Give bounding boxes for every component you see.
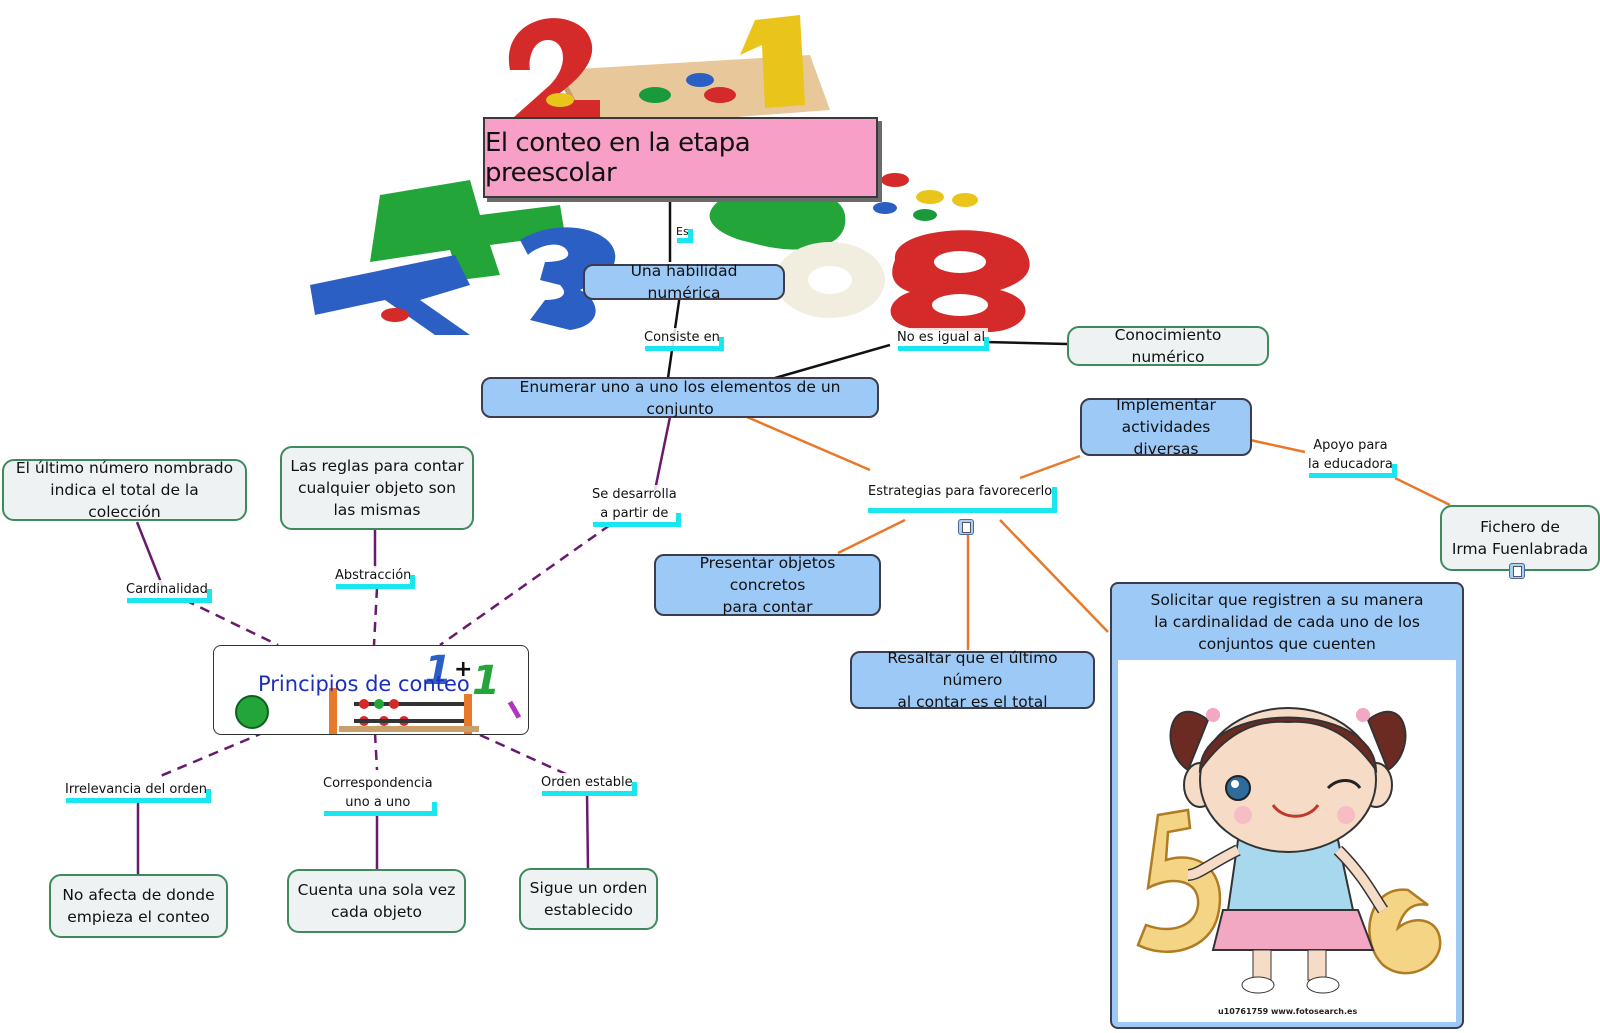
- label-es: Es: [673, 225, 693, 243]
- node-presentar[interactable]: Presentar objetos concretos para contar: [654, 554, 881, 616]
- cartoon-girl-image: u10761759 www.fotosearch.es: [1136, 707, 1442, 1016]
- node-enumerar[interactable]: Enumerar uno a uno los elementos de un c…: [481, 377, 879, 418]
- label-orden-estable-text: Orden estable: [541, 775, 633, 790]
- solicitar-text: Solicitar que registren a su manera la c…: [1150, 591, 1424, 653]
- svg-text:+: +: [454, 657, 472, 682]
- label-es-text: Es: [676, 225, 689, 238]
- film-attachment-icon[interactable]: [958, 519, 974, 535]
- node-principios[interactable]: 1 + 1 Principios de conteo: [213, 645, 529, 735]
- node-habilidad-numerica[interactable]: Una habilidad numérica: [583, 262, 785, 302]
- label-correspondencia-text: Correspondencia uno a uno: [323, 776, 433, 810]
- image-caption: u10761759 www.fotosearch.es: [1218, 1007, 1357, 1016]
- node-fichero[interactable]: Fichero de Irma Fuenlabrada: [1440, 505, 1600, 571]
- node-no-afecta[interactable]: No afecta de donde empieza el conteo: [49, 874, 228, 938]
- node-conocimiento-numerico[interactable]: Conocimiento numérico: [1067, 326, 1269, 366]
- label-estrategias-text: Estrategias para favorecerlo: [868, 484, 1053, 499]
- node-ultimo-numero[interactable]: El último número nombrado indica el tota…: [2, 459, 247, 521]
- label-se-desarrolla-text: Se desarrolla a partir de: [592, 487, 677, 521]
- node-sigue[interactable]: Sigue un orden establecido: [519, 868, 658, 930]
- abacus-image: 1 + 1: [235, 648, 522, 734]
- svg-text:1: 1: [472, 658, 500, 704]
- principios-text: Principios de conteo: [258, 672, 470, 696]
- label-cardinalidad: Cardinalidad: [123, 580, 212, 603]
- label-cardinalidad-text: Cardinalidad: [126, 582, 208, 597]
- node-solicitar[interactable]: Solicitar que registren a su manera la c…: [1110, 582, 1464, 1029]
- colorful-numbers-image: [310, 15, 1030, 335]
- label-apoyo-text: Apoyo para la educadora: [1308, 438, 1393, 472]
- label-consiste-text: Consiste en: [644, 330, 720, 345]
- title-text: El conteo en la etapa preescolar: [485, 127, 751, 188]
- label-correspondencia: Correspondencia uno a uno: [320, 774, 437, 816]
- label-orden-estable: Orden estable: [538, 773, 637, 796]
- girl-picture: u10761759 www.fotosearch.es: [1118, 660, 1456, 1022]
- label-irrelevancia-text: Irrelevancia del orden: [65, 782, 207, 797]
- node-cuenta[interactable]: Cuenta una sola vez cada objeto: [287, 869, 466, 933]
- node-implementar[interactable]: Implementar actividades diversas: [1080, 396, 1252, 458]
- label-se-desarrolla: Se desarrolla a partir de: [589, 485, 681, 527]
- label-consiste: Consiste en: [641, 328, 724, 351]
- label-abstraccion-text: Abstracción: [335, 568, 412, 583]
- node-reglas[interactable]: Las reglas para contar cualquier objeto …: [280, 446, 474, 530]
- label-irrelevancia: Irrelevancia del orden: [62, 780, 211, 803]
- label-no-es-igual-text: No es igual al: [897, 330, 986, 345]
- label-apoyo: Apoyo para la educadora: [1305, 436, 1397, 478]
- label-abstraccion: Abstracción: [332, 566, 416, 589]
- title-node[interactable]: El conteo en la etapa preescolar: [483, 117, 878, 198]
- node-resaltar[interactable]: Resaltar que el último número al contar …: [850, 649, 1095, 711]
- svg-text:1: 1: [424, 648, 452, 694]
- label-no-es-igual: No es igual al: [894, 328, 990, 351]
- label-estrategias: Estrategias para favorecerlo: [864, 482, 1058, 513]
- document-icon[interactable]: [1509, 563, 1525, 579]
